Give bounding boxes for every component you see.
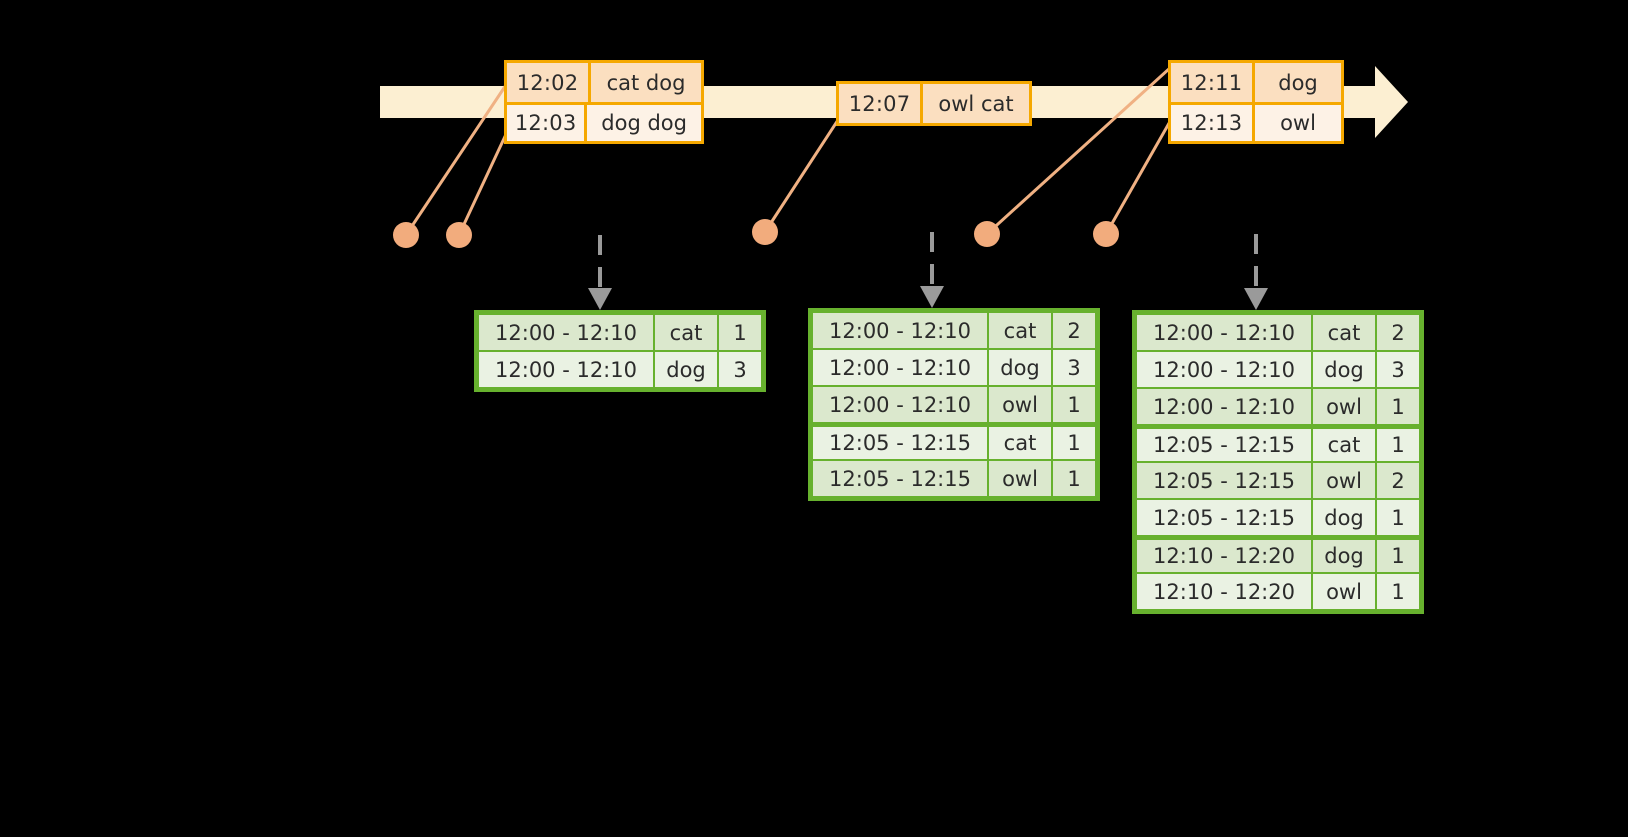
event-row[interactable]: 12:13 owl (1171, 102, 1341, 141)
cell-count: 1 (1377, 540, 1419, 572)
event-dots (393, 219, 1119, 248)
event-dot-3 (752, 219, 778, 245)
cell-word: owl (989, 461, 1051, 496)
cell-word: dog (1313, 540, 1375, 572)
event-time: 12:11 (1171, 63, 1255, 102)
arrow-head-2 (920, 286, 944, 308)
cell-count: 1 (1377, 574, 1419, 609)
cell-word: owl (1313, 463, 1375, 498)
event-dot-2 (446, 222, 472, 248)
cell-window: 12:05 - 12:15 (813, 461, 987, 496)
arrow-head-1 (588, 288, 612, 310)
cell-window: 12:05 - 12:15 (813, 427, 987, 459)
cell-count: 3 (1377, 352, 1419, 387)
event-time: 12:03 (507, 105, 588, 141)
cell-word: owl (1313, 389, 1375, 424)
event-dot-5 (1093, 221, 1119, 247)
cell-word: dog (1313, 352, 1375, 387)
cell-word: dog (1313, 500, 1375, 535)
event-row[interactable]: 12:03 dog dog (507, 102, 701, 141)
cell-window: 12:00 - 12:10 (813, 350, 987, 385)
cell-window: 12:00 - 12:10 (1137, 352, 1311, 387)
event-dot-1 (393, 222, 419, 248)
cell-count: 1 (1377, 429, 1419, 461)
event-words: dog (1255, 63, 1341, 102)
cell-count: 1 (1053, 461, 1095, 496)
cell-count: 1 (1377, 389, 1419, 424)
cell-word: cat (655, 315, 717, 350)
dashed-arrow-heads (588, 286, 1268, 310)
event-words: owl cat (923, 84, 1029, 123)
cell-count: 1 (1053, 387, 1095, 422)
cell-count: 2 (1053, 313, 1095, 348)
cell-window: 12:00 - 12:10 (1137, 315, 1311, 350)
cell-count: 1 (1377, 500, 1419, 535)
event-dot-4 (974, 221, 1000, 247)
cell-count: 3 (1053, 350, 1095, 385)
cell-window: 12:05 - 12:15 (1137, 463, 1311, 498)
cell-word: dog (989, 350, 1051, 385)
event-words: owl (1255, 105, 1341, 141)
event-time: 12:07 (839, 84, 923, 123)
event-time: 12:13 (1171, 105, 1255, 141)
event-group-3[interactable]: 12:11 dog 12:13 owl (1168, 60, 1344, 144)
cell-window: 12:00 - 12:10 (479, 315, 653, 350)
event-group-1[interactable]: 12:02 cat dog 12:03 dog dog (504, 60, 704, 144)
cell-window: 12:00 - 12:10 (479, 352, 653, 387)
cell-count: 1 (1053, 427, 1095, 459)
cell-window: 12:10 - 12:20 (1137, 574, 1311, 609)
cell-word: dog (655, 352, 717, 387)
event-group-2[interactable]: 12:07 owl cat (836, 81, 1032, 126)
cell-word: cat (989, 427, 1051, 459)
cell-word: cat (989, 313, 1051, 348)
cell-window: 12:00 - 12:10 (813, 387, 987, 422)
event-row[interactable]: 12:02 cat dog (507, 63, 701, 102)
event-words: dog dog (587, 105, 701, 141)
cell-window: 12:10 - 12:20 (1137, 540, 1311, 572)
cell-count: 2 (1377, 315, 1419, 350)
event-row[interactable]: 12:11 dog (1171, 63, 1341, 102)
cell-window: 12:05 - 12:15 (1137, 500, 1311, 535)
cell-word: owl (1313, 574, 1375, 609)
cell-count: 1 (719, 315, 761, 350)
cell-window: 12:00 - 12:10 (1137, 389, 1311, 424)
cell-window: 12:00 - 12:10 (813, 313, 987, 348)
cell-window: 12:05 - 12:15 (1137, 429, 1311, 461)
cell-word: cat (1313, 315, 1375, 350)
dashed-arrows (598, 232, 1258, 288)
event-time: 12:02 (507, 63, 591, 102)
arrow-head-3 (1244, 288, 1268, 310)
cell-word: owl (989, 387, 1051, 422)
event-words: cat dog (591, 63, 701, 102)
event-row[interactable]: 12:07 owl cat (839, 84, 1029, 123)
cell-count: 3 (719, 352, 761, 387)
cell-word: cat (1313, 429, 1375, 461)
cell-count: 2 (1377, 463, 1419, 498)
